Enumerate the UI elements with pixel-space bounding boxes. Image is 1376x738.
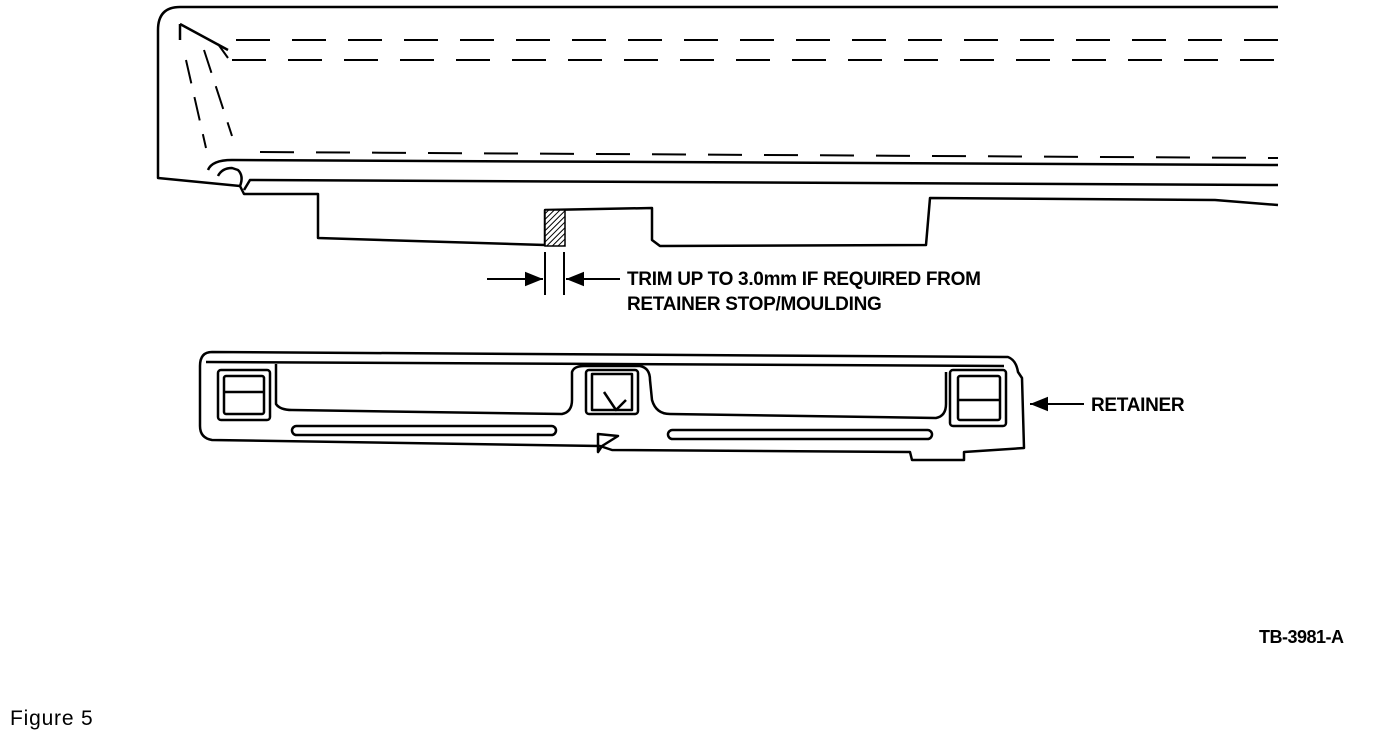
- moulding-bottom-profile: [238, 185, 1279, 248]
- trim-note-line-1: TRIM UP TO 3.0mm IF REQUIRED FROM: [627, 269, 981, 290]
- moulding-end-cap: [216, 166, 243, 187]
- figure-caption: Figure 5: [10, 707, 94, 730]
- moulding-inner-bottom: [206, 158, 1279, 171]
- retainer-inner-edge: [205, 360, 1005, 368]
- retainer-clip-left: [216, 368, 272, 422]
- moulding-corner-shading: [185, 43, 233, 149]
- trim-note-line-2: RETAINER STOP/MOULDING: [627, 294, 882, 315]
- retainer-clip-right: [948, 368, 1008, 428]
- moulding-outer-edge: [156, 5, 1278, 188]
- retainer-slot-right: [666, 428, 934, 441]
- retainer-slot-left: [290, 424, 558, 437]
- moulding-flange: [242, 178, 1279, 191]
- moulding: [156, 5, 1279, 248]
- retainer: [198, 350, 1026, 462]
- retainer-outline: [198, 350, 1026, 462]
- trim-area-hatched: [544, 209, 566, 247]
- moulding-hidden-lines: [232, 39, 1279, 159]
- retainer-channel: [274, 364, 948, 420]
- trim-dimension: [487, 252, 620, 295]
- moulding-inner-corner: [178, 22, 229, 52]
- retainer-label: RETAINER: [1091, 395, 1185, 416]
- retainer-clip-center: [584, 368, 640, 454]
- drawing-number: TB-3981-A: [1259, 627, 1344, 647]
